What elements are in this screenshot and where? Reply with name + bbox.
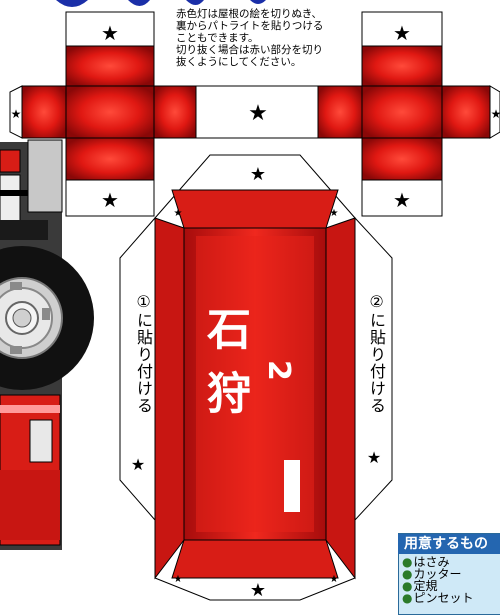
plate-number-text: 2 [261,360,296,381]
supplies-list: はさみ カッター 定規 ピンセット [402,556,474,604]
star-marks: ★ ★ ★ ★ ★ ★ ★ ★ ★ ★ ★ ★ ★ ★ ★ [11,21,500,601]
roof-net-center [154,154,356,601]
truck-wheel [0,246,94,390]
supply-item: カッター [402,568,474,580]
star-mark: ★ [330,574,339,585]
star-mark: ★ [11,107,22,121]
star-mark: ★ [393,21,411,45]
star-mark: ★ [101,21,119,45]
star-mark: ★ [250,164,266,185]
supplies-title: 用意するもの [398,534,500,554]
star-mark: ★ [250,580,266,601]
star-mark: ★ [393,188,411,212]
star-mark: ★ [174,208,183,219]
star-mark: ★ [174,574,183,585]
plate-bar [284,460,300,512]
connector-strip [195,85,319,139]
roof-light-net-left [9,11,197,217]
star-mark: ★ [101,188,119,212]
star-mark: ★ [491,107,500,121]
supply-item: はさみ [402,556,474,568]
supply-item: 定規 [402,580,474,592]
flap-left-label: ①に貼り付ける [134,292,153,414]
flap-right-label: ②に貼り付ける [367,292,386,414]
flap-left [119,216,156,522]
star-mark: ★ [131,455,145,474]
star-mark: ★ [367,448,381,467]
roof-light-net-right [317,11,500,217]
top-edge-shapes [56,0,266,7]
plate-city-text: 石狩 [199,306,250,434]
star-mark: ★ [248,101,268,126]
instruction-note: 赤色灯は屋根の絵を切りぬき、 裏からパトライトを貼りつける こともできます。 切… [176,8,324,68]
flap-right [354,216,393,522]
supply-item: ピンセット [402,592,473,604]
star-mark: ★ [330,208,339,219]
